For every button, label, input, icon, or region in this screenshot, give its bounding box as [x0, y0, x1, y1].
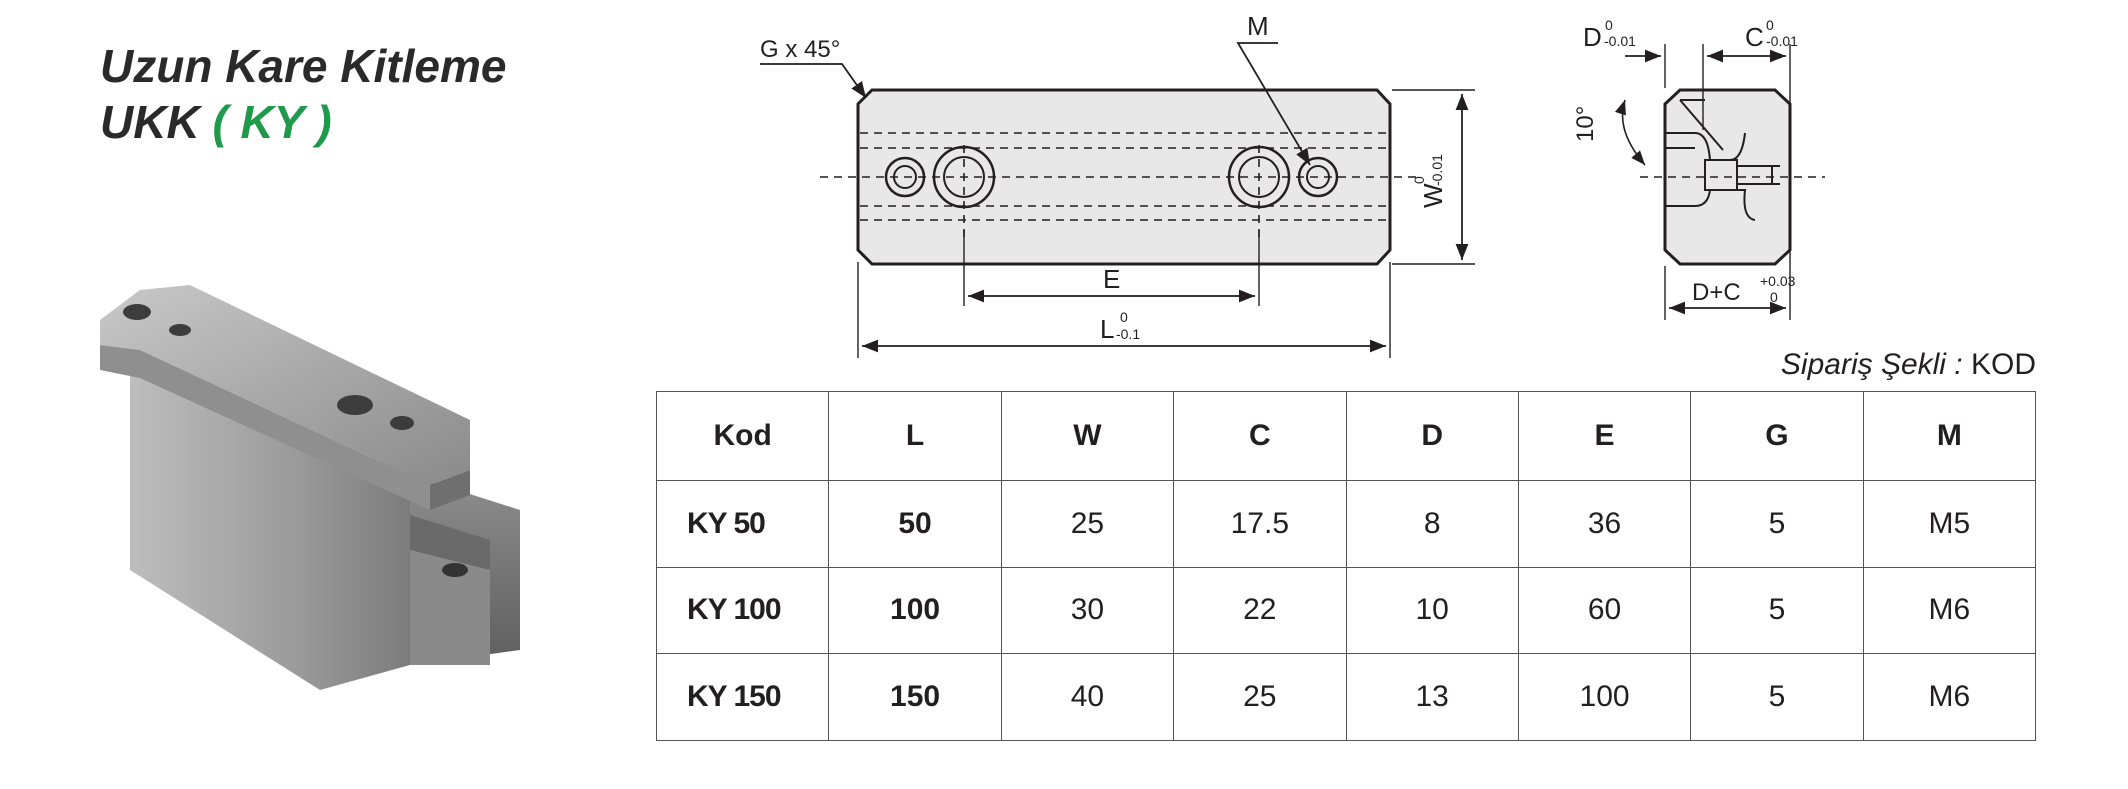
- e-dimension-label: E: [1103, 264, 1120, 294]
- cell-m: M6: [1862, 653, 2037, 741]
- technical-drawing: G x 45° M E L 0 -0.1 W 0 -0.01 D 0 -0.01…: [760, 11, 1825, 358]
- cell-w: 40: [1000, 653, 1175, 741]
- cell-d: 13: [1345, 653, 1519, 741]
- c-dimension-label: C: [1745, 22, 1764, 52]
- cell-d: 8: [1345, 480, 1519, 568]
- cell-e: 36: [1517, 480, 1692, 568]
- d-dimension-label: D: [1583, 22, 1602, 52]
- cell-l: 50: [828, 480, 1002, 568]
- title-line-1: Uzun Kare Kitleme: [100, 40, 507, 92]
- col-header-g: G: [1690, 391, 1864, 481]
- cell-g: 5: [1690, 566, 1864, 655]
- cell-m: M6: [1862, 566, 2037, 655]
- spec-table: Kod L W C D E G M KY 50 50 25 17.5 8 36 …: [655, 391, 2037, 741]
- order-format-label: Sipariş Şekli :: [1780, 348, 1963, 381]
- order-format-note: Sipariş Şekli : KOD: [1781, 348, 2036, 382]
- col-header-e: E: [1517, 391, 1692, 481]
- col-header-m: M: [1862, 391, 2037, 481]
- chamfer-label: G x 45°: [760, 36, 840, 63]
- cell-w: 25: [1000, 480, 1175, 568]
- cell-m: M5: [1862, 480, 2037, 568]
- cell-l: 100: [828, 566, 1002, 655]
- dc-dimension-label: D+C: [1692, 279, 1741, 306]
- cell-l: 150: [828, 653, 1002, 741]
- cell-code: KY 50: [655, 480, 830, 568]
- col-header-l: L: [828, 391, 1002, 481]
- cell-w: 30: [1000, 566, 1175, 655]
- c-tol-top: 0: [1766, 17, 1774, 33]
- dc-tol-top: +0.03: [1760, 273, 1796, 289]
- cell-code: KY 150: [655, 653, 830, 741]
- table-header-row: Kod L W C D E G M: [655, 391, 2037, 481]
- title-code: ( KY ): [212, 96, 332, 148]
- col-header-d: D: [1345, 391, 1519, 481]
- angle-label: 10°: [1572, 106, 1599, 142]
- title-line-2: UKK ( KY ): [100, 94, 506, 150]
- w-tol-top: 0: [1411, 176, 1427, 184]
- cell-g: 5: [1690, 480, 1864, 568]
- col-header-kod: Kod: [655, 391, 830, 481]
- d-tol-bottom: -0.01: [1604, 33, 1636, 49]
- cell-e: 60: [1517, 566, 1692, 655]
- cell-c: 17.5: [1173, 480, 1347, 568]
- cell-e: 100: [1517, 653, 1692, 741]
- l-tol-bottom: -0.1: [1116, 326, 1140, 342]
- w-tol-bottom: -0.01: [1429, 154, 1445, 186]
- thread-label: M: [1247, 11, 1269, 41]
- c-tol-bottom: -0.01: [1766, 33, 1798, 49]
- cell-code: KY 100: [655, 566, 830, 655]
- l-dimension-label: L: [1100, 314, 1114, 344]
- product-photo: [100, 285, 520, 690]
- col-header-w: W: [1000, 391, 1175, 481]
- cell-c: 22: [1173, 566, 1347, 655]
- title-prefix: UKK: [100, 96, 200, 148]
- order-format-value: KOD: [1970, 348, 2036, 381]
- cell-d: 10: [1345, 566, 1519, 655]
- w-dimension-label: W: [1418, 183, 1448, 208]
- table-row: KY 150 150 40 25 13 100 5 M6: [655, 653, 2037, 741]
- d-tol-top: 0: [1605, 17, 1613, 33]
- cell-c: 25: [1173, 653, 1347, 741]
- cell-g: 5: [1690, 653, 1864, 741]
- table-row: KY 50 50 25 17.5 8 36 5 M5: [655, 480, 2037, 568]
- table-row: KY 100 100 30 22 10 60 5 M6: [655, 566, 2037, 655]
- product-title: Uzun Kare Kitleme UKK ( KY ): [100, 38, 506, 150]
- dc-tol-bottom: 0: [1770, 289, 1778, 305]
- col-header-c: C: [1173, 391, 1347, 481]
- l-tol-top: 0: [1120, 309, 1128, 325]
